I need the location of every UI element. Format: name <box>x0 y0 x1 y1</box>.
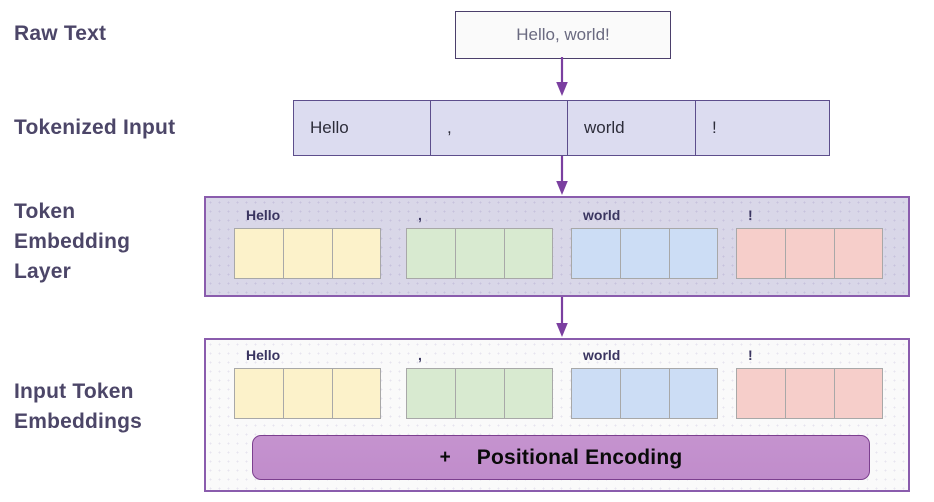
embedding-cell <box>504 228 553 279</box>
embedding-cell <box>406 368 455 419</box>
embedding-group: world <box>571 348 718 419</box>
embedding-group: world <box>571 208 718 279</box>
embedding-cell <box>571 228 620 279</box>
tokenized-input-row: Hello , world ! <box>293 100 830 156</box>
embedding-group-label: ! <box>748 207 753 223</box>
embedding-cell <box>669 228 718 279</box>
arrow-raw-to-tokenized-icon <box>553 57 571 97</box>
embedding-cell <box>785 368 834 419</box>
raw-text-box: Hello, world! <box>455 11 671 59</box>
embedding-group: Hello <box>234 348 381 419</box>
embedding-cell <box>406 228 455 279</box>
arrow-tokenized-to-embedding-icon <box>553 155 571 196</box>
arrow-embedding-to-input-icon <box>553 297 571 338</box>
positional-encoding-label: Positional Encoding <box>476 445 683 469</box>
embedding-group: ! <box>736 348 883 419</box>
embedding-cell <box>834 228 883 279</box>
embedding-group-label: , <box>418 207 422 223</box>
embedding-vector <box>406 228 553 279</box>
embedding-vector <box>234 228 381 279</box>
embedding-cell <box>736 228 785 279</box>
embedding-group-label: , <box>418 347 422 363</box>
embedding-group-label: ! <box>748 347 753 363</box>
embedding-vector <box>736 368 883 419</box>
embedding-cell <box>455 368 504 419</box>
embedding-group: ! <box>736 208 883 279</box>
embedding-cell <box>620 368 669 419</box>
row-label-raw-text: Raw Text <box>14 22 107 45</box>
tokenized-cell: , <box>431 101 568 155</box>
raw-text-value: Hello, world! <box>516 25 610 44</box>
embedding-cell <box>283 368 332 419</box>
embedding-cell <box>234 368 283 419</box>
embedding-cell <box>834 368 883 419</box>
tokenized-cell: ! <box>712 118 717 137</box>
plus-sign-icon: + <box>439 446 451 468</box>
embedding-group-label: Hello <box>246 207 281 223</box>
embedding-vector <box>406 368 553 419</box>
embedding-vector <box>571 228 718 279</box>
row-label-token-embedding-layer: Token Embedding Layer <box>14 200 131 283</box>
row-label-tokenized-input: Tokenized Input <box>14 116 176 139</box>
embedding-cell <box>736 368 785 419</box>
embedding-cell <box>455 228 504 279</box>
embedding-group-label: world <box>583 347 621 363</box>
positional-encoding-bar: + Positional Encoding <box>252 435 870 480</box>
tokenized-cell: Hello <box>294 101 431 155</box>
embedding-group-label: Hello <box>246 347 281 363</box>
row-label-input-token-embeddings: Input Token Embeddings <box>14 380 143 433</box>
embedding-cell <box>332 368 381 419</box>
embedding-cell <box>332 228 381 279</box>
embedding-cell <box>571 368 620 419</box>
tokenized-cell: world <box>568 101 696 155</box>
embedding-cell <box>504 368 553 419</box>
embedding-group: , <box>406 348 553 419</box>
embedding-cell <box>620 228 669 279</box>
embedding-cell <box>283 228 332 279</box>
embedding-cell <box>785 228 834 279</box>
embedding-group: , <box>406 208 553 279</box>
embedding-vector <box>234 368 381 419</box>
input-token-embeddings-panel: Hello , world ! <box>204 338 910 492</box>
embedding-vector <box>736 228 883 279</box>
embedding-cell <box>234 228 283 279</box>
embedding-group-label: world <box>583 207 621 223</box>
embedding-vector <box>571 368 718 419</box>
token-embedding-layer-panel: Hello , world ! <box>204 196 910 297</box>
embedding-cell <box>669 368 718 419</box>
embedding-group: Hello <box>234 208 381 279</box>
